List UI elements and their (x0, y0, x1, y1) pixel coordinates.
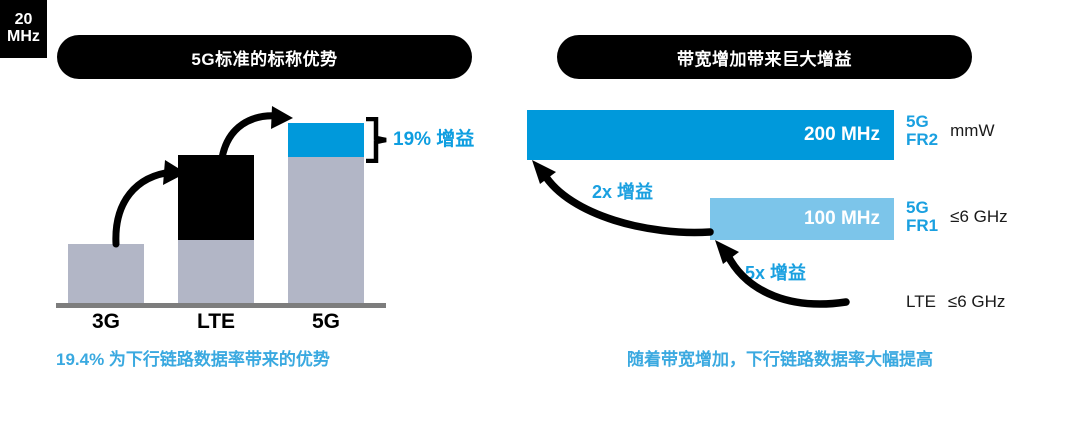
left-caption: 19.4% 为下行链路数据率带来的优势 (56, 350, 330, 369)
tag-fr2-band: mmW (950, 120, 995, 140)
bar-5g-fr2-200mhz: 200 MHz (527, 110, 894, 160)
axis-label-5g: 5G (311, 310, 340, 333)
left-chart-panel: 5G标准的标称优势 3G LTE 5G 19% 增益 19.4% 为下行链路数据… (0, 0, 605, 423)
bar-lte-base (178, 240, 254, 303)
bar-lte-20mhz: 20 MHz (0, 0, 47, 58)
gain-bracket-icon (366, 117, 387, 163)
left-panel-title: 5G标准的标称优势 (57, 35, 472, 79)
tag-fr2-line2: FR2 (906, 129, 939, 149)
bar-value-200mhz: 200 MHz (803, 124, 880, 145)
arrow-lte-to-5g-icon (218, 106, 293, 162)
tag-lte-band: ≤6 GHz (947, 292, 1006, 311)
left-gain-label: 19% 增益 (393, 129, 475, 150)
bar-lte-gain (178, 155, 254, 240)
chart-baseline (56, 303, 386, 308)
right-chart-panel: 带宽增加带来巨大增益 (530, 0, 1080, 408)
axis-label-3g: 3G (91, 310, 120, 333)
tag-lte-name: LTE (906, 292, 936, 311)
tag-fr1-line1: 5G (906, 198, 929, 217)
tag-fr2-line1: 5G (906, 112, 929, 131)
bar-value-100mhz: 100 MHz (803, 208, 880, 229)
bar-value-20: 20 (14, 11, 33, 29)
right-caption: 随着带宽增加，下行链路数据率大幅提高 (627, 350, 933, 369)
gain-label-5x: 5x 增益 (745, 263, 807, 283)
tag-fr1-line2: FR1 (906, 215, 939, 235)
bar-3g (68, 244, 144, 303)
bar-5g-base (288, 157, 605, 423)
arrow-3g-to-lte-icon (112, 160, 186, 248)
bar-5g-gain (288, 123, 364, 157)
tag-fr1-band: ≤6 GHz (950, 206, 1008, 226)
tag-lte: LTE ≤6 GHz (906, 292, 1005, 312)
arrow-100-to-200-icon (532, 160, 714, 237)
gain-label-2x: 2x 增益 (592, 182, 654, 202)
tag-5g-fr1: 5G FR1 ≤6 GHz (906, 199, 1008, 235)
tag-5g-fr2: 5G FR2 mmW (906, 113, 995, 149)
bar-value-20-unit: MHz (7, 28, 40, 45)
axis-label-lte: LTE (196, 310, 236, 333)
right-panel-title: 带宽增加带来巨大增益 (557, 35, 972, 79)
arrow-20-to-100-icon (715, 240, 850, 308)
bar-5g-fr1-100mhz: 100 MHz (710, 198, 894, 240)
